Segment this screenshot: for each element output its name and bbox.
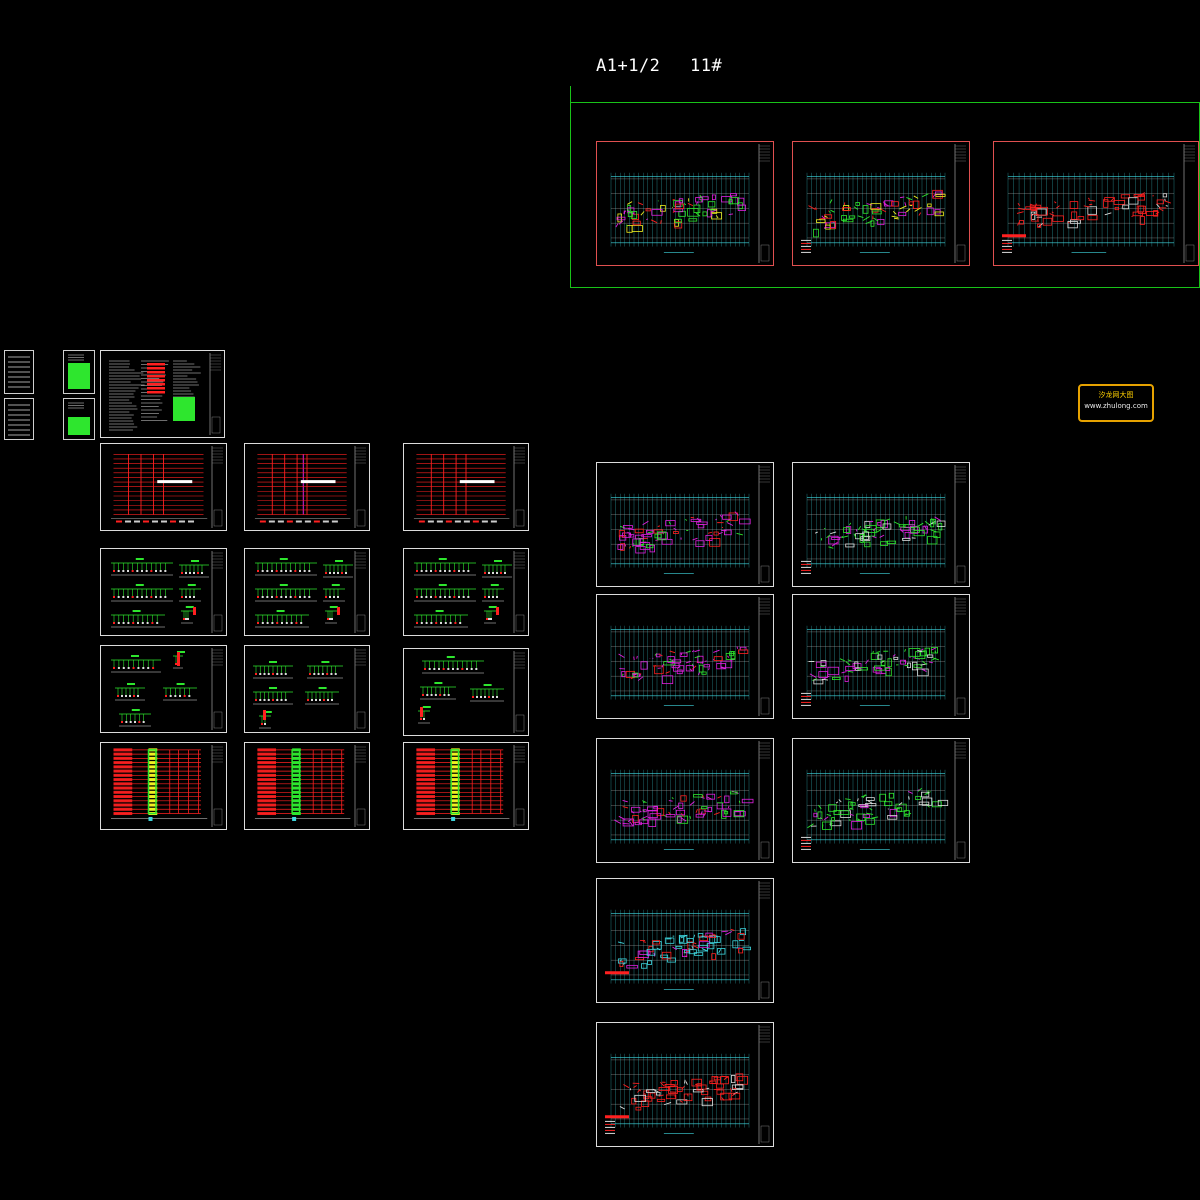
floor-plan-sheet[interactable] — [596, 878, 774, 1003]
distribution-sheet[interactable] — [244, 645, 370, 733]
riser-diagram-sheet[interactable] — [403, 742, 529, 830]
design-notes-sheet[interactable] — [100, 350, 225, 438]
building-number-label: 11# — [690, 56, 723, 76]
watermark-stamp: 汐龙网大图 www.zhulong.com — [1078, 384, 1154, 422]
legend-sheet[interactable] — [63, 398, 95, 440]
system-diagram-sheet[interactable] — [403, 443, 529, 531]
system-diagram-sheet[interactable] — [100, 443, 227, 531]
riser-diagram-sheet[interactable] — [244, 742, 370, 830]
paper-size-label: A1+1/2 — [596, 56, 661, 76]
floor-plan-sheet[interactable] — [792, 141, 970, 266]
floor-plan-sheet[interactable] — [596, 1022, 774, 1147]
floor-plan-sheet[interactable] — [993, 141, 1199, 266]
floor-plan-sheet[interactable] — [596, 141, 774, 266]
distribution-sheet[interactable] — [403, 548, 529, 636]
stamp-title: 汐龙网大图 — [1098, 391, 1134, 399]
riser-diagram-sheet[interactable] — [100, 742, 227, 830]
distribution-sheet[interactable] — [244, 548, 370, 636]
distribution-sheet[interactable] — [100, 548, 227, 636]
legend-sheet[interactable] — [63, 350, 95, 394]
system-diagram-sheet[interactable] — [244, 443, 370, 531]
frame-leader-line — [570, 86, 571, 103]
floor-plan-sheet[interactable] — [596, 462, 774, 587]
distribution-sheet[interactable] — [100, 645, 227, 733]
distribution-sheet[interactable] — [403, 648, 529, 736]
floor-plan-sheet[interactable] — [792, 594, 970, 719]
drawing-index-sheet[interactable] — [4, 350, 34, 394]
floor-plan-sheet[interactable] — [596, 594, 774, 719]
floor-plan-sheet[interactable] — [792, 738, 970, 863]
floor-plan-sheet[interactable] — [792, 462, 970, 587]
floor-plan-sheet[interactable] — [596, 738, 774, 863]
stamp-url: www.zhulong.com — [1084, 402, 1148, 410]
drawing-index-sheet[interactable] — [4, 398, 34, 440]
